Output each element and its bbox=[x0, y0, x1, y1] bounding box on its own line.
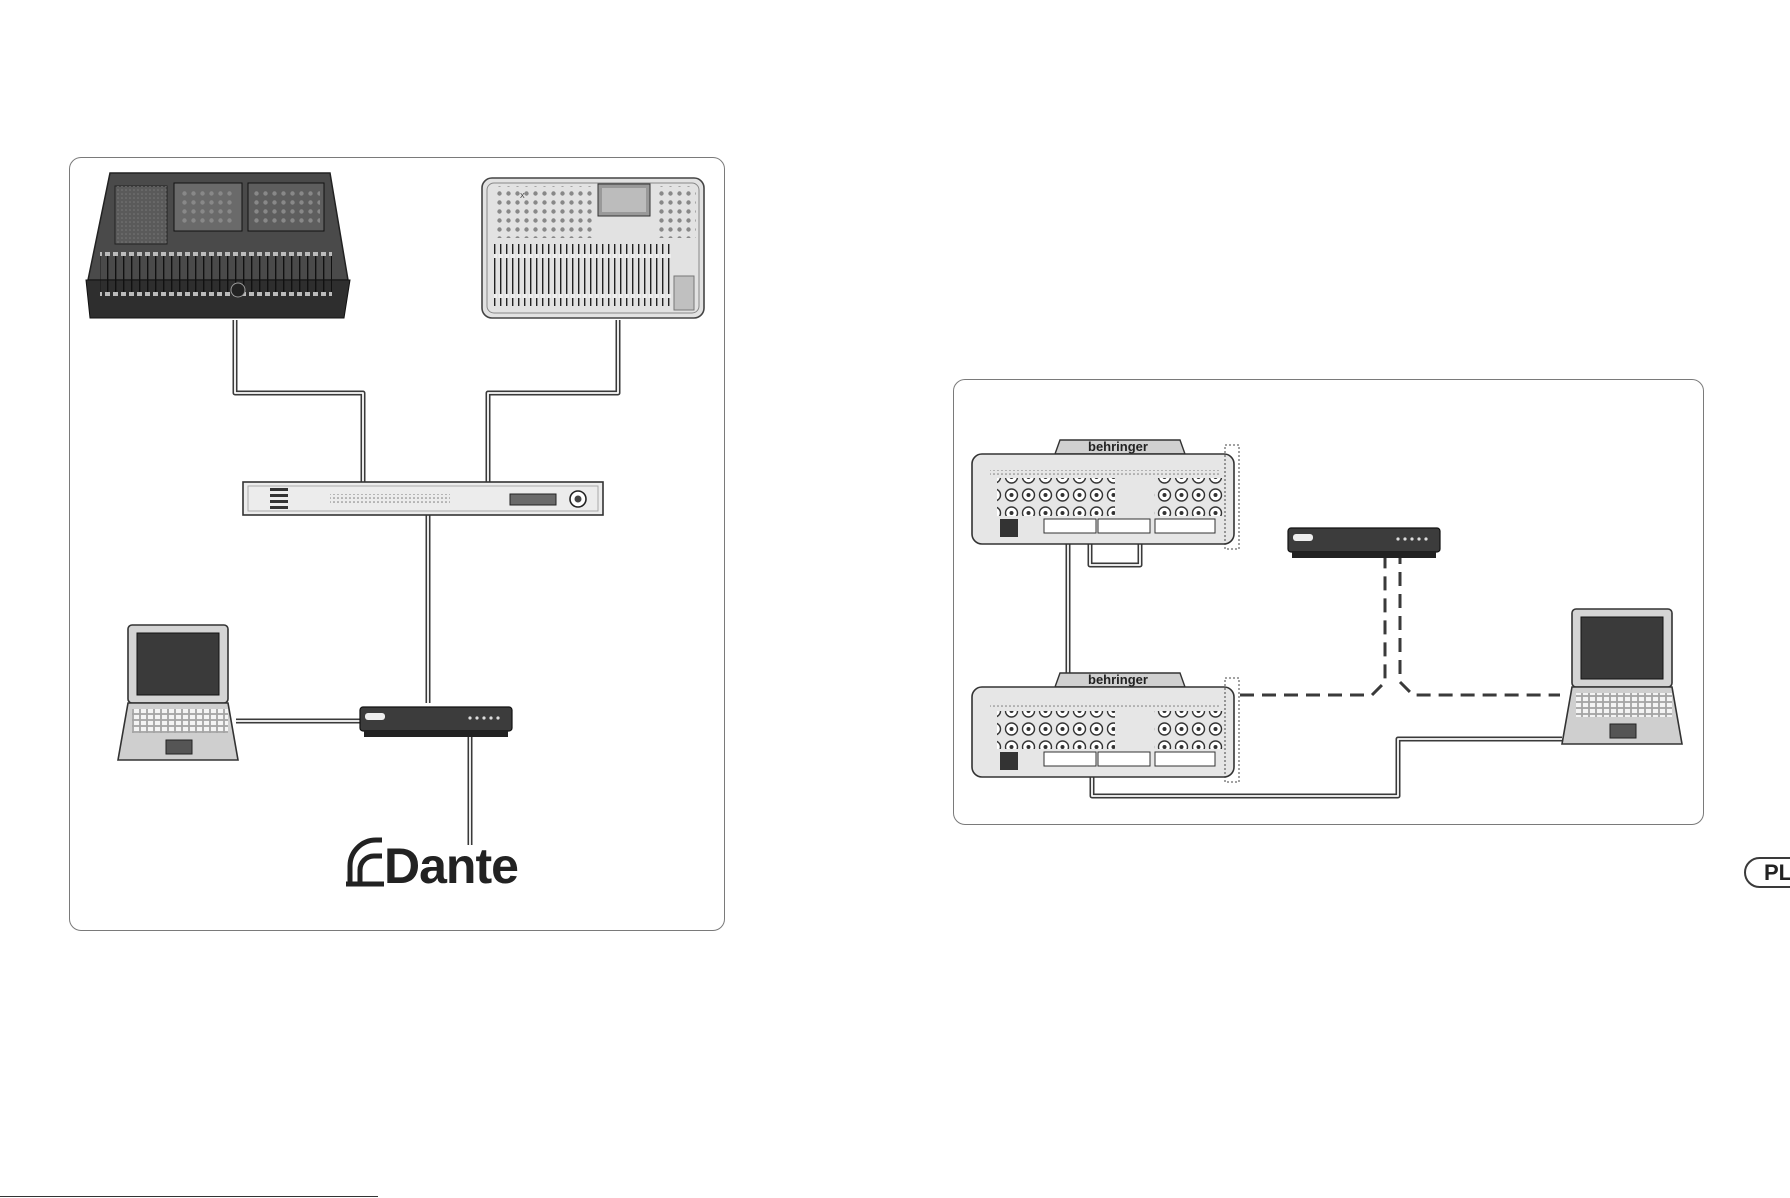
behringer-label-bottom: behringer bbox=[1088, 672, 1148, 687]
dashed-bottom-to-switch bbox=[1240, 550, 1385, 695]
stage-box-bottom: behringer bbox=[972, 672, 1239, 782]
midas-console bbox=[86, 173, 350, 318]
dante-card-rack-unit bbox=[243, 482, 603, 515]
network-switch-right bbox=[1288, 528, 1440, 558]
dante-logo-mark bbox=[346, 840, 384, 884]
cable-x32-to-rack bbox=[488, 320, 618, 482]
bottom-rule bbox=[0, 1196, 378, 1197]
dashed-network-cables bbox=[1240, 550, 1560, 695]
language-badge: PL bbox=[1744, 857, 1790, 888]
left-cables bbox=[235, 320, 618, 845]
laptop-left bbox=[118, 625, 238, 760]
x32-console: X bbox=[482, 178, 704, 318]
dante-logo: Dante bbox=[384, 841, 518, 891]
cable-midas-to-rack bbox=[235, 320, 363, 482]
dante-logo-text: Dante bbox=[384, 841, 518, 891]
dashed-switch-to-laptop bbox=[1400, 550, 1560, 695]
svg-text:X: X bbox=[520, 193, 525, 200]
network-switch-left bbox=[360, 707, 512, 737]
laptop-right bbox=[1562, 609, 1682, 744]
stage-box-top: behringer bbox=[972, 439, 1239, 549]
behringer-label-top: behringer bbox=[1088, 439, 1148, 454]
